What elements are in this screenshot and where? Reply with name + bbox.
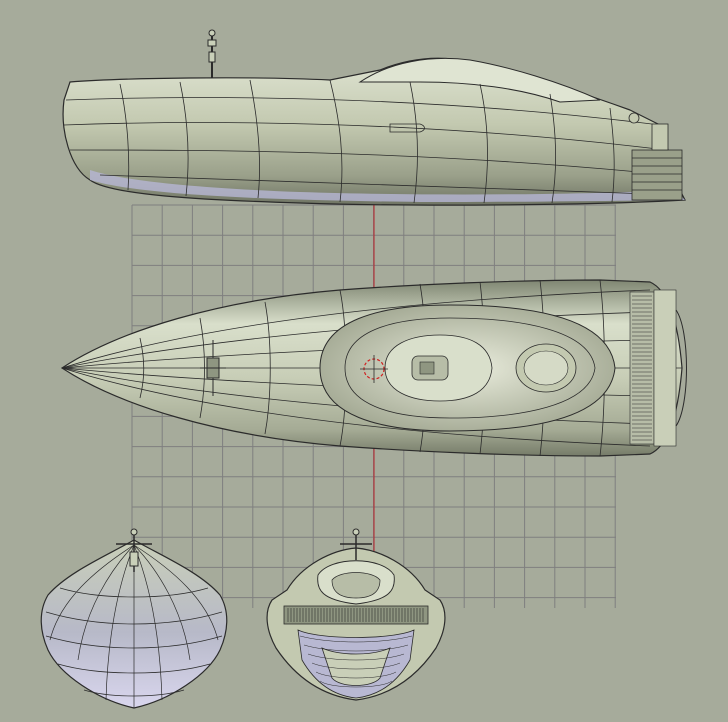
front-antenna-icon: [116, 528, 152, 572]
boat-front-view-icon[interactable]: [40, 528, 228, 709]
rear-antenna-icon: [340, 528, 372, 560]
3d-cursor-icon[interactable]: [360, 355, 388, 383]
boat-top-view-icon[interactable]: [60, 279, 687, 457]
boat-rear-view-icon[interactable]: [266, 528, 446, 701]
antenna-icon: [207, 29, 217, 80]
mast-icon: [200, 340, 226, 396]
boat-side-view-icon[interactable]: [62, 29, 686, 206]
